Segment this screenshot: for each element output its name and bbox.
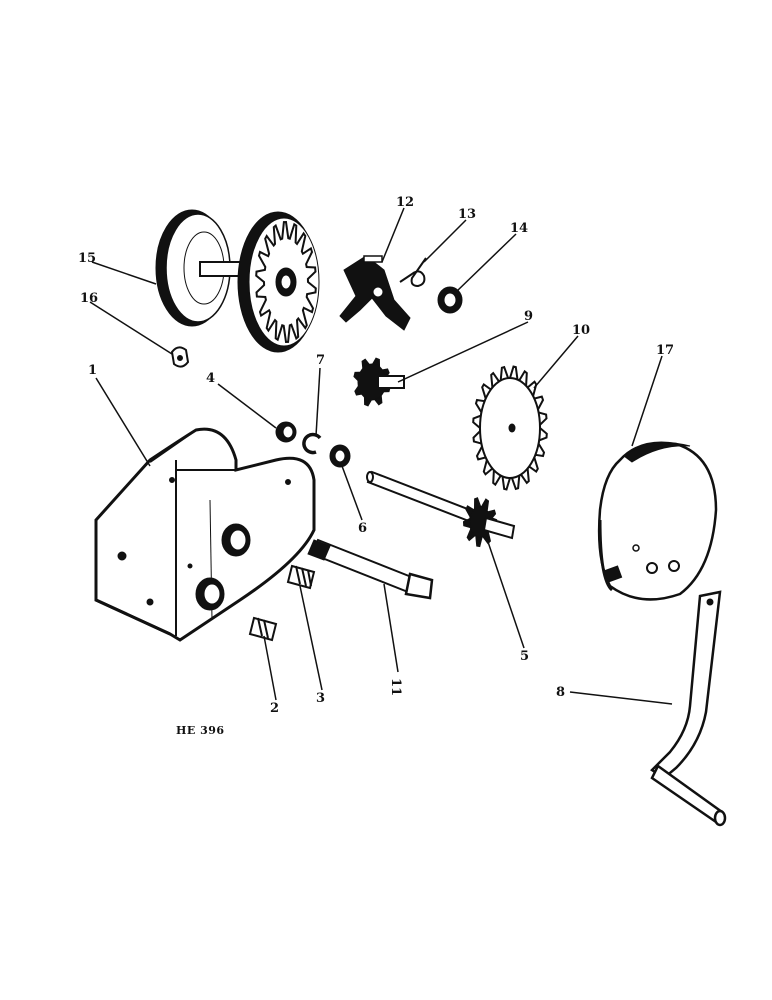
callout-5: 5 (520, 649, 529, 664)
callout-12: 12 (396, 195, 414, 210)
part-13-spring (399, 257, 427, 288)
callout-9: 9 (524, 309, 533, 324)
callout-16: 16 (80, 291, 98, 306)
leader-lines (89, 207, 673, 705)
callout-3: 3 (316, 691, 325, 706)
callout-2: 2 (270, 701, 279, 716)
part-11-bolt (307, 538, 434, 600)
part-16-clip (170, 346, 190, 368)
callout-11: 11 (388, 678, 403, 696)
part-6-washer (329, 444, 351, 468)
callout-10: 10 (572, 323, 590, 338)
part-2-spacer (248, 616, 278, 642)
part-4-bushing (275, 421, 297, 443)
part-10-sprocket (472, 365, 548, 491)
callout-6: 6 (358, 521, 367, 536)
part-8-crank-handle (650, 590, 727, 827)
callout-7: 7 (316, 353, 325, 368)
part-1-frame (94, 427, 316, 642)
part-17-cover (597, 441, 718, 601)
part-5-shaft-pinion (366, 470, 516, 548)
callout-1: 1 (88, 363, 97, 378)
callout-14: 14 (510, 221, 528, 236)
part-9-small-gear (353, 357, 405, 407)
callout-17: 17 (656, 343, 674, 358)
callout-8: 8 (556, 685, 565, 700)
part-12-pawl (339, 255, 411, 331)
callout-4: 4 (206, 371, 215, 386)
part-3-spacer (286, 564, 316, 590)
part-14-washer (437, 286, 463, 314)
part-15-drum-gear (155, 209, 320, 353)
callout-15: 15 (78, 251, 96, 266)
drawing-code: HE 396 (176, 724, 225, 737)
part-7-snap-ring (302, 432, 322, 455)
callout-labels: 1 2 3 4 5 6 7 8 9 10 11 12 13 14 15 16 1… (78, 195, 674, 716)
callout-13: 13 (458, 207, 476, 222)
